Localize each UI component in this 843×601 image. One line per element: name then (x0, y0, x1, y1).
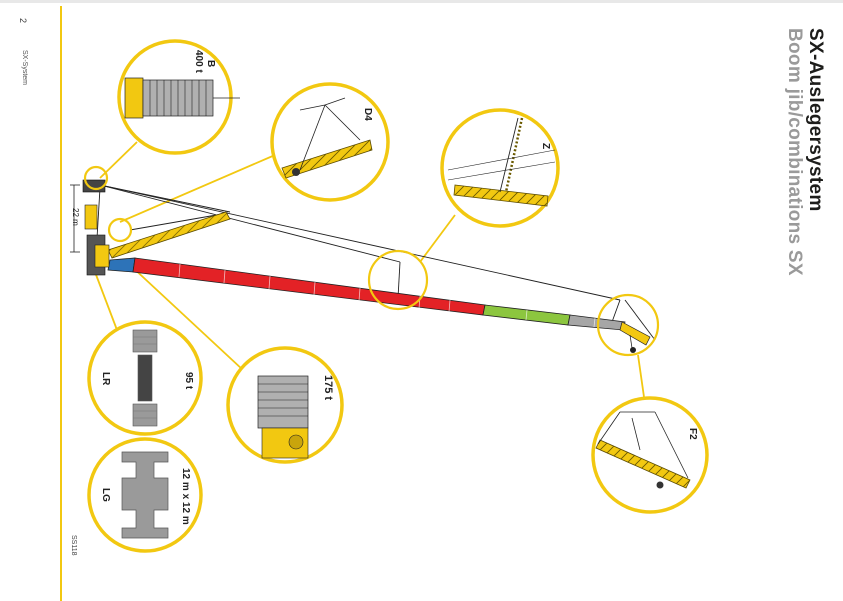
detail-markers (83, 165, 660, 357)
callout-d4: D4 (270, 82, 390, 202)
main-boom (107, 257, 626, 331)
callout-175t: 175 t (226, 346, 344, 464)
callout-lg-size: 12 m x 12 m (180, 468, 191, 525)
callout-ballast-400t: B 400 t (117, 39, 240, 155)
height-dimension-label: 22 m (71, 208, 80, 226)
callout-z-label: Z (540, 143, 551, 149)
callout-lg-label: LG (100, 488, 111, 502)
margin-rule (60, 6, 62, 601)
callout-d4-label: D4 (362, 108, 373, 121)
callout-f2: F2 (591, 396, 709, 514)
callout-b-label: B (205, 60, 216, 67)
guy-ropes (95, 184, 656, 341)
callout-leader-lines (94, 141, 646, 405)
callout-lr-label: LR (100, 372, 111, 386)
callout-lr-capacity: 95 t (183, 372, 194, 390)
derrick-boom (107, 211, 231, 259)
crane-base (70, 179, 110, 276)
top-rule (0, 0, 843, 3)
callout-lr: LR 95 t (87, 320, 203, 436)
luffing-jib (619, 321, 651, 353)
callout-175t-capacity: 175 t (322, 375, 334, 400)
callout-z: Z (440, 108, 560, 228)
callout-b-capacity: 400 t (193, 50, 204, 73)
callout-lg: LG 12 m x 12 m (87, 437, 203, 553)
callout-f2-label: F2 (687, 428, 698, 440)
